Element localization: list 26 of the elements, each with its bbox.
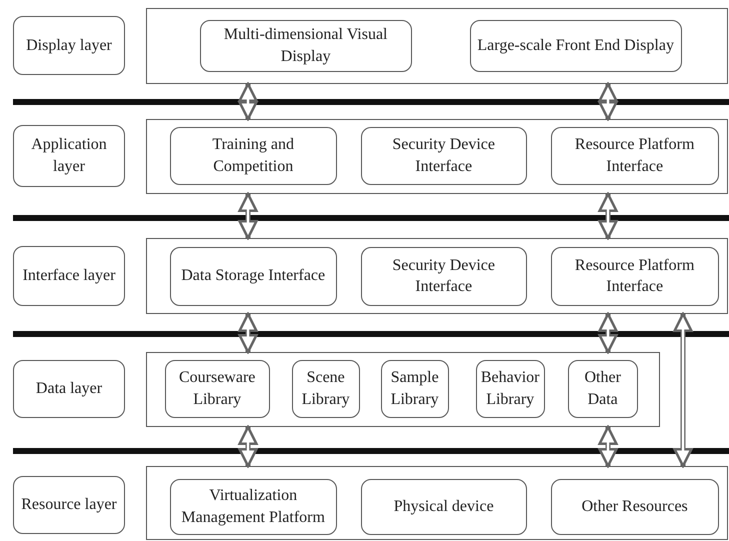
layer-label: Application layer bbox=[13, 125, 125, 187]
layer-label: Resource layer bbox=[13, 476, 125, 534]
module-box: Data Storage Interface bbox=[170, 246, 337, 306]
module-box: Resource Platform Interface bbox=[550, 246, 719, 306]
layer-panel bbox=[146, 466, 728, 540]
module-box: Courseware Library bbox=[164, 360, 270, 418]
module-box: Virtualization Management Platform bbox=[170, 478, 337, 535]
module-box: Scene Library bbox=[292, 360, 360, 418]
module-box: Sample Library bbox=[380, 360, 449, 418]
layer-label: Interface layer bbox=[13, 246, 125, 306]
module-box: Large-scale Front End Display bbox=[470, 20, 682, 72]
layer-panel bbox=[146, 238, 728, 314]
module-box: Training and Competition bbox=[170, 126, 337, 185]
layer-panel bbox=[146, 352, 660, 427]
module-box: Security Device Interface bbox=[360, 126, 527, 185]
module-box: Security Device Interface bbox=[360, 246, 527, 306]
layer-panel bbox=[146, 119, 728, 194]
layer-panel bbox=[146, 8, 728, 84]
module-box: Resource Platform Interface bbox=[550, 126, 719, 185]
module-box: Other Data bbox=[568, 360, 638, 418]
layer-label: Data layer bbox=[13, 360, 125, 418]
module-box: Physical device bbox=[360, 478, 527, 535]
module-box: Behavior Library bbox=[476, 360, 545, 418]
module-box: Other Resources bbox=[550, 478, 719, 535]
layer-label: Display layer bbox=[13, 16, 125, 75]
module-box: Multi-dimensional Visual Display bbox=[200, 20, 412, 72]
